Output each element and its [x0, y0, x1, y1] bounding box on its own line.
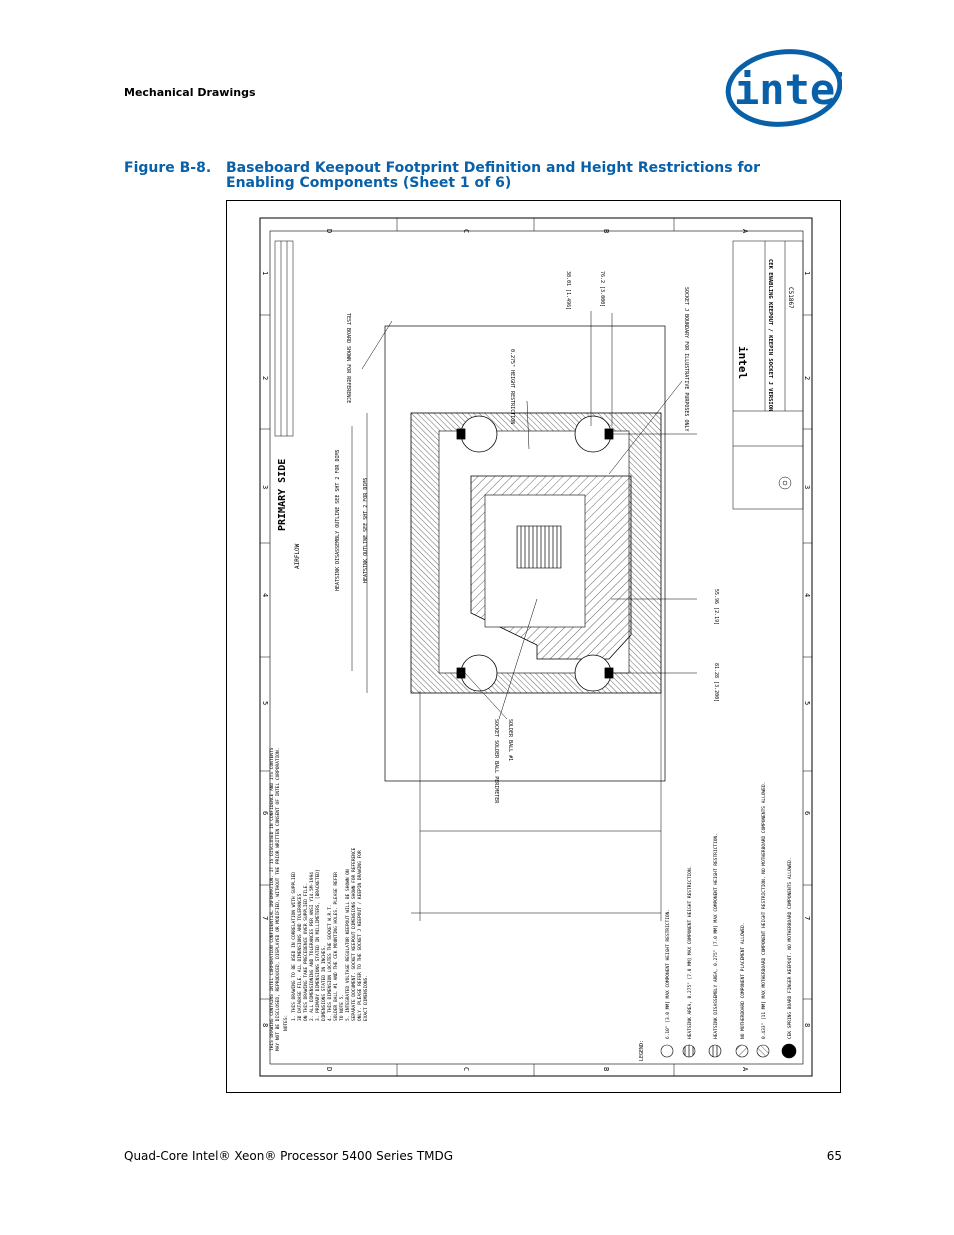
test-board-outline — [384, 325, 666, 782]
col-letter-c-bottom: C — [462, 1067, 470, 1071]
legend-item-6: CEK SPRING BOARD FINGER KEEPOUT. NO MOTH… — [787, 857, 793, 1039]
label-socket-boundary: SOCKET J BOUNDARY FOR ILLUSTRATIVE PURPO… — [683, 287, 689, 432]
row-number-2: 2 — [261, 376, 269, 380]
dim-label-3: 55.96 [2.19] — [713, 589, 719, 625]
legend-item-1: 6.10" [3.0 MM] MAX COMPONENT HEIGHT REST… — [665, 909, 671, 1039]
row-number-6-right: 6 — [803, 811, 811, 815]
figure-frame: D C B A D C B A 1 2 3 4 5 6 7 8 1 2 3 4 … — [226, 200, 841, 1093]
legend-symbol-2 — [682, 1044, 696, 1058]
airflow-label: AIRFLOW — [294, 543, 301, 569]
col-letter-b-bottom: B — [602, 1067, 610, 1071]
col-letter-a-bottom: A — [741, 1067, 749, 1072]
row-number-2-right: 2 — [803, 376, 811, 380]
note-line-12: 5. INTEGRATED VOLTAGE REGULATOR KEEPOUT … — [345, 869, 351, 1021]
row-number-4-right: 4 — [803, 593, 811, 597]
note-line-7: 3. PRIMARY DIMENSIONS STATED IN MILLIMET… — [315, 869, 321, 1021]
note-line-6: 2. ALL DIMENSIONING AND TOLERANCES PER A… — [309, 872, 315, 1021]
sheet-inner-border — [269, 230, 804, 1065]
label-test-board: TEST BOARD SHOWN FOR REFERENCE — [345, 313, 351, 403]
footer-document-title: Quad-Core Intel® Xeon® Processor 5400 Se… — [124, 1149, 454, 1163]
row-number-3-right: 3 — [803, 485, 811, 489]
col-letter-b-top: B — [602, 229, 610, 233]
primary-side-label: PRIMARY SIDE — [277, 459, 288, 531]
title-block-title: CEK ENABLING KEEPOUT / KEEPIN SOCKET J V… — [767, 259, 773, 411]
row-number-7-right: 7 — [803, 916, 811, 920]
logo-swoosh — [725, 49, 842, 127]
row-number-4: 4 — [261, 593, 269, 597]
legend-symbol-4 — [735, 1044, 749, 1058]
legend-symbol-5 — [756, 1044, 770, 1058]
dim-label-2: 76.2 [3.000] — [599, 271, 605, 307]
row-number-1-right: 1 — [803, 271, 811, 275]
section-header: Mechanical Drawings — [124, 86, 256, 99]
legend-item-4: NO MOTHERBOARD COMPONENT PLACEMENT ALLOW… — [740, 923, 746, 1040]
legend-title: LEGEND: — [639, 1040, 645, 1061]
note-line-15: EXACT DIMENSIONS. — [363, 975, 369, 1021]
row-number-3: 3 — [261, 485, 269, 489]
row-number-5: 5 — [261, 701, 269, 705]
legend: LEGEND: 6.10" [3.0 MM] MAX COMPONENT HEI… — [639, 782, 797, 1061]
row-number-1: 1 — [261, 271, 269, 275]
row-number-8: 8 — [261, 1023, 269, 1027]
row-number-6: 6 — [261, 811, 269, 815]
legend-symbol-3 — [708, 1044, 722, 1058]
legend-symbol-6 — [781, 1043, 797, 1059]
col-letter-d-bottom: D — [325, 1067, 333, 1071]
note-line-9: 4. THIS DIMENSION LOCATES THE SOCKET W.R… — [327, 905, 333, 1022]
row-number-5-right: 5 — [803, 701, 811, 705]
label-heatsink-disassembly: HEATSINK DISASSEMBLY OUTLINE SEE SHT 2 F… — [335, 450, 341, 591]
legend-symbol-1 — [660, 1044, 674, 1058]
label-heatsink-outline: HEATSINK OUTLINE SEE SHT 2 FOR DIMS — [363, 478, 369, 583]
revision-block — [274, 240, 294, 437]
note-line-10: SOLDER BALL #1 AND THE CEK MOUNTING HOLE… — [333, 872, 339, 1021]
legend-item-2: HEATSINK AREA, 0.275" [7.0 MM] MAX COMPO… — [687, 866, 693, 1039]
title-block — [732, 240, 804, 510]
legend-item-3: HEATSINK DISASSEMBLY AREA, 0.275" [7.0 M… — [713, 833, 719, 1039]
note-line-8: DIMENSIONS STATED IN INCHES. — [321, 945, 327, 1021]
dim-label-4: 81.28 [3.200] — [713, 663, 719, 702]
dimension-lines — [351, 311, 697, 921]
note-line-13: SEPARATE DOCUMENT. SOCKET KEEPOUT DIMENS… — [351, 847, 357, 1021]
note-line-1: THIS DRAWING CONTAINS INTEL CORPORATION … — [269, 747, 275, 1051]
title-block-logo: intel — [736, 346, 749, 379]
notes-title: NOTES: — [283, 1015, 289, 1031]
mounting-hole-bottom-left — [460, 654, 498, 692]
intel-logo: intel — [725, 49, 842, 127]
col-letter-a-top: A — [741, 229, 749, 234]
mounting-hole-top-left — [460, 415, 498, 453]
row-numbers: 1 2 3 4 5 6 7 8 1 2 3 4 5 6 7 8 — [261, 271, 811, 1027]
col-letter-d-top: D — [325, 229, 333, 233]
socket-contact-array — [516, 525, 562, 569]
legend-item-5: 0.433" [11 MM] MAX MOTHERBOARD COMPONENT… — [761, 782, 767, 1039]
row-number-8-right: 8 — [803, 1023, 811, 1027]
note-line-11: TO NOTE 5. — [339, 994, 345, 1021]
note-line-3: 1. THIS DRAWING TO BE USED IN CORRELATIO… — [291, 872, 297, 1021]
label-solder-ball: SOLDER BALL #1 — [507, 719, 513, 761]
mechanical-drawing: D C B A D C B A 1 2 3 4 5 6 7 8 1 2 3 4 … — [259, 217, 813, 1077]
footer-page-number: 65 — [826, 1149, 842, 1163]
logo-text: intel — [734, 65, 842, 114]
note-line-2: MAY NOT BE DISCLOSED, REPRODUCED, DISPLA… — [275, 748, 281, 1051]
figure-title: Baseboard Keepout Footprint Definition a… — [226, 160, 761, 191]
dim-label-1: 38.01 [1.496] — [565, 271, 571, 310]
note-line-5: ON THIS DRAWING TAKE PRECEDENCE OVER SUP… — [303, 883, 309, 1021]
note-line-14: ONLY. PLEASE REFER TO THE SOCKET J KEEPO… — [357, 850, 363, 1021]
grid-ticks — [260, 218, 812, 1076]
note-line-4: 3D DATABASE FILE. ALL DIMENSIONS AND TOL… — [297, 893, 303, 1021]
figure-number: Figure B-8. — [124, 160, 212, 176]
label-height: 0.275" HEIGHT RESTRICTION — [509, 349, 515, 424]
row-number-7: 7 — [261, 916, 269, 920]
label-socket-solder: SOCKET SOLDER BALL PERIMETER — [493, 719, 499, 804]
notes-block: NOTES: THIS DRAWING CONTAINS INTEL CORPO… — [269, 747, 369, 1051]
mounting-holes — [456, 415, 614, 692]
col-letter-c-top: C — [462, 229, 470, 233]
title-block-dwg-number: C51867 — [787, 287, 794, 309]
sheet-border — [259, 217, 813, 1077]
